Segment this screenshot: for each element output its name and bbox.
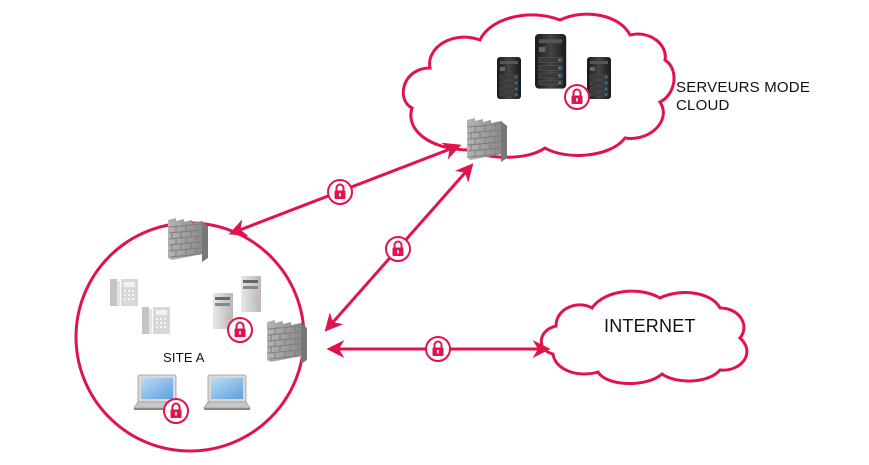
lock-icon <box>385 236 411 262</box>
cloud-icon <box>539 289 749 386</box>
lock-icon <box>227 317 253 343</box>
firewall-icon <box>167 217 209 263</box>
laptop-icon <box>203 374 251 411</box>
server-icon <box>241 276 261 312</box>
server-icon <box>534 33 567 90</box>
lock-icon <box>327 179 353 205</box>
internet-label: INTERNET <box>604 316 696 336</box>
server-icon <box>496 56 522 100</box>
site-a-label: SITE A <box>163 350 205 365</box>
cloud-servers-label: SERVEURS MODE CLOUD <box>676 79 811 114</box>
firewall-icon <box>266 319 308 365</box>
lock-icon <box>425 336 451 362</box>
server-icon <box>586 56 612 100</box>
phone-icon <box>110 279 138 306</box>
lock-icon <box>163 398 189 424</box>
firewall-icon <box>466 117 508 163</box>
lock-icon <box>564 84 590 110</box>
phone-icon <box>142 307 170 334</box>
